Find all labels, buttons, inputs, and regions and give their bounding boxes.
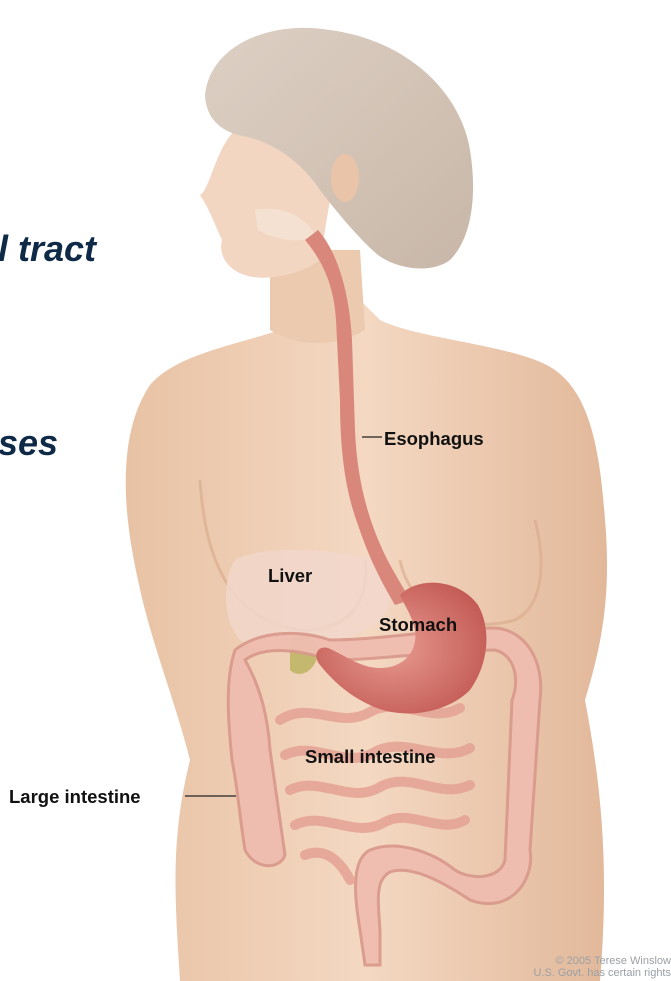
credit-line-1: © 2005 Terese Winslow [533,955,671,967]
credit-line-2: U.S. Govt. has certain rights [533,967,671,979]
small-intestine-label: Small intestine [305,746,436,768]
heading-line-2: ses [0,422,58,464]
head [200,28,473,278]
heading-line-1: l tract [0,228,96,270]
esophagus-label: Esophagus [384,428,484,450]
large-intestine-label: Large intestine [9,786,141,808]
copyright-credit: © 2005 Terese Winslow U.S. Govt. has cer… [533,955,671,979]
liver-label: Liver [268,565,312,587]
stomach-label: Stomach [379,614,457,636]
